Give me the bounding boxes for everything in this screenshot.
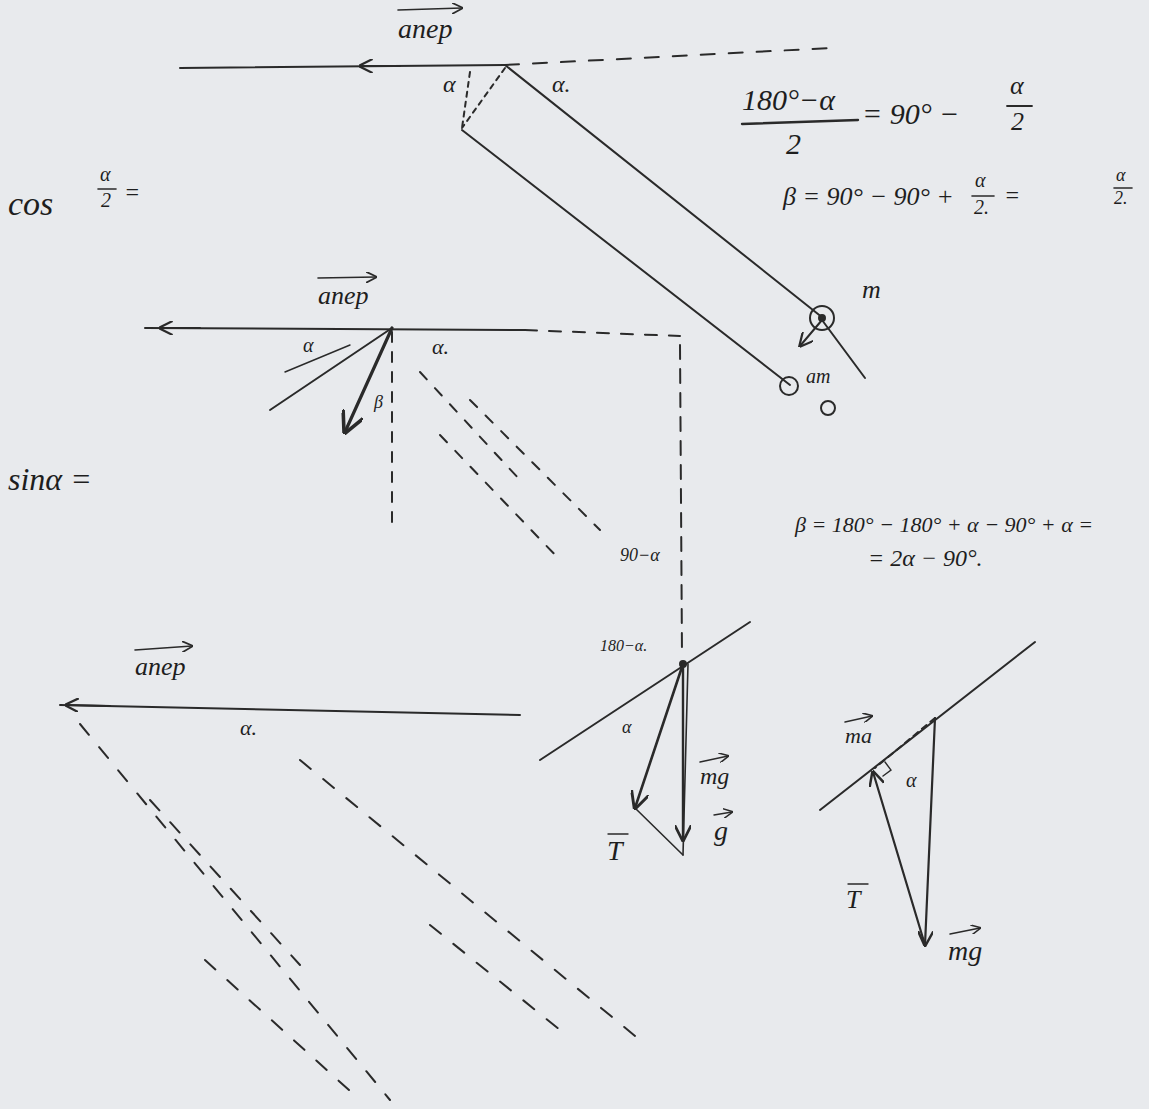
handwritten-label: sinα = [8, 463, 92, 497]
dashed-rod [150, 800, 300, 965]
handwritten-label: 2 [1011, 108, 1024, 135]
handwritten-label: aпер [318, 282, 369, 309]
dashed-vertical [391, 332, 393, 530]
tension-arrow [635, 664, 683, 808]
rod-line [462, 130, 790, 385]
handwritten-label: β = 180° − 180° + α − 90° + α = [795, 513, 1093, 536]
handwritten-label: g [714, 816, 728, 845]
acceleration-axis [60, 705, 520, 715]
handwritten-label: mg [948, 936, 982, 965]
handwritten-label: ma [845, 724, 872, 747]
handwritten-label: α. [432, 335, 449, 358]
handwritten-label: α [1010, 72, 1024, 99]
axis-arrow [160, 327, 200, 329]
dashed-extension [525, 330, 680, 336]
gravity-line [683, 664, 688, 855]
handwritten-label: cos [8, 186, 53, 222]
axis-arrow [66, 705, 110, 706]
handwritten-label: 2 [786, 128, 801, 160]
vector-arrow [318, 277, 376, 278]
handwritten-label: α [443, 72, 456, 97]
dashed-rod [300, 760, 640, 1040]
handwritten-label: aпер [135, 653, 186, 680]
handwritten-label: aпер [398, 14, 452, 43]
handwritten-label: 180°−α [742, 84, 835, 116]
closing-line [635, 808, 683, 855]
dashed-rod [420, 372, 520, 480]
vector-arrow [714, 812, 732, 815]
handwritten-label: T [607, 836, 623, 865]
handwritten-label: 2. [1114, 189, 1128, 208]
handwritten-label: = 2α − 90°. [868, 546, 983, 571]
fraction-bar [742, 120, 858, 124]
dashed-link [462, 72, 470, 128]
rod-direction [270, 328, 392, 410]
handwritten-label: am [806, 366, 830, 387]
dashed-rod [470, 400, 600, 530]
angle-mark [285, 345, 350, 372]
handwritten-label: 180−α. [600, 638, 647, 655]
dashed-rod [205, 960, 360, 1100]
handwritten-label: β = 90° − 90° + [783, 183, 954, 210]
handwritten-label: mg [700, 764, 729, 789]
handwritten-label: α [303, 335, 314, 356]
handwritten-label: α. [240, 716, 257, 739]
right-angle-mark [883, 762, 891, 776]
handwritten-label: α [1116, 166, 1125, 185]
inertial-force [875, 718, 935, 768]
vector-arrow [700, 756, 728, 762]
dashed-extension [505, 48, 830, 65]
mass-ball [780, 377, 798, 395]
handwritten-label: α. [552, 72, 571, 97]
handwritten-label: 90−α [620, 546, 660, 565]
handwritten-label: = 90° − [862, 98, 960, 130]
pencil-lines [60, 8, 1132, 1100]
rod-line [820, 642, 1035, 810]
rod-line [540, 622, 750, 760]
vector-bar [608, 833, 628, 834]
handwritten-label: α [100, 164, 111, 185]
handwritten-label: = [124, 180, 140, 205]
dashed-vertical [680, 345, 682, 655]
handwritten-label: α [906, 770, 917, 791]
dashed-rod [440, 435, 560, 560]
vector-arrow [398, 8, 462, 10]
axis-arrow [360, 65, 400, 67]
handwritten-label: β [374, 393, 383, 412]
vector-arrow [845, 716, 872, 722]
handwritten-label: m [862, 276, 881, 303]
acceleration-axis [145, 328, 525, 330]
vector-arrow [950, 928, 980, 934]
gravity-arrow [925, 718, 935, 945]
handwritten-label: α [622, 718, 631, 737]
fraction-bar [1007, 105, 1032, 107]
mass-ball [810, 306, 834, 330]
tension-arrow [873, 772, 925, 945]
acceleration-axis [180, 65, 505, 68]
dashed-rod [430, 925, 560, 1030]
vector-bar [848, 883, 868, 884]
dashed-rod [80, 724, 390, 1100]
handwritten-label: T [846, 886, 860, 913]
mass-ball [821, 401, 835, 415]
dashed-link [462, 68, 505, 128]
handwritten-label: 2. [974, 197, 989, 218]
handwritten-label: 2 [101, 190, 111, 211]
force-arrow [800, 320, 822, 346]
vector-arrow [135, 646, 192, 650]
handwritten-label: α [975, 170, 986, 191]
handwritten-label: = [1004, 183, 1020, 208]
